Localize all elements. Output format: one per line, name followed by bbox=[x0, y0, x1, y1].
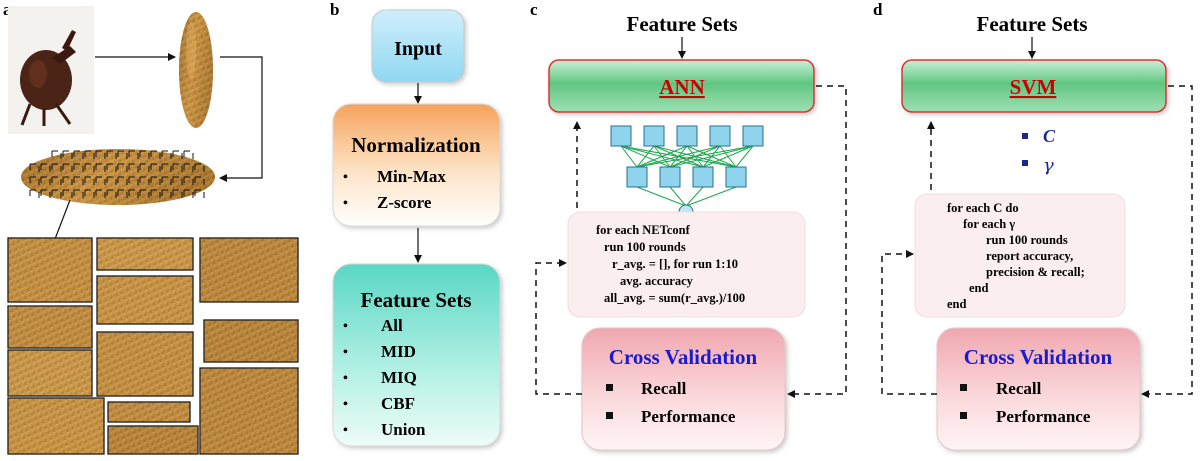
nn-node bbox=[742, 125, 764, 147]
bullet-square bbox=[606, 412, 613, 419]
feature-set-item: MIQ bbox=[381, 368, 417, 387]
cross-validation-box-d: Cross Validation Recall Performance bbox=[936, 327, 1141, 451]
feature-set-item: All bbox=[381, 316, 403, 335]
panel-d-feature-sets-label: Feature Sets bbox=[977, 12, 1088, 36]
segmented-seed-image bbox=[21, 149, 215, 205]
panel-c-feature-sets-label: Feature Sets bbox=[627, 12, 738, 36]
cv-item-performance-d: Performance bbox=[996, 407, 1091, 426]
nn-node bbox=[709, 125, 731, 147]
feature-set-item: CBF bbox=[381, 394, 415, 413]
svm-code-line: run 100 rounds bbox=[986, 233, 1068, 247]
bullet-square bbox=[1022, 160, 1028, 166]
ann-code-line: avg. accuracy bbox=[620, 274, 694, 288]
ann-code-box: for each NETconf run 100 rounds r_avg. = [… bbox=[567, 211, 806, 318]
feedback-loop-d bbox=[881, 85, 1193, 398]
feature-set-bullet: • bbox=[343, 397, 348, 412]
normalization-item-zscore: Z-score bbox=[377, 193, 432, 212]
ann-code-line: r_avg. = [], for run 1:10 bbox=[612, 257, 738, 271]
normalization-box: Normalization • Min-Max • Z-score bbox=[332, 103, 501, 227]
neural-network-icon bbox=[610, 125, 764, 220]
svm-code-box: for each C do for each γ run 100 rounds rep… bbox=[914, 193, 1126, 318]
cross-validation-title-c: Cross Validation bbox=[609, 345, 758, 369]
cv-item-performance-c: Performance bbox=[641, 407, 736, 426]
svm-param-gamma: γ bbox=[1043, 155, 1054, 176]
beetle-photo bbox=[8, 6, 94, 134]
seed-image bbox=[179, 12, 213, 128]
patch-mosaic bbox=[7, 237, 299, 455]
panel-label-a: a bbox=[3, 0, 12, 19]
normalization-bullet: • bbox=[343, 196, 348, 211]
ann-box: ANN bbox=[548, 59, 815, 113]
panel-label-b: b bbox=[330, 0, 339, 19]
cv-item-recall-d: Recall bbox=[996, 379, 1042, 398]
feature-set-item: MID bbox=[381, 342, 416, 361]
ann-code-line: run 100 rounds bbox=[604, 240, 686, 254]
svm-param-c: C bbox=[1043, 126, 1056, 146]
cross-validation-title-d: Cross Validation bbox=[964, 345, 1113, 369]
feature-sets-box: Feature Sets • All • MID • MIQ • CBF • Union bbox=[332, 263, 501, 447]
feature-set-bullet: • bbox=[343, 423, 348, 438]
bullet-square bbox=[960, 384, 967, 391]
feature-sets-title: Feature Sets bbox=[361, 288, 472, 312]
nn-node bbox=[725, 166, 747, 188]
cross-validation-box-c: Cross Validation Recall Performance bbox=[581, 327, 786, 451]
svm-label: SVM bbox=[1010, 75, 1057, 99]
nn-node bbox=[643, 125, 665, 147]
svm-code-line: for each C do bbox=[947, 201, 1019, 215]
svm-code-line: for each γ bbox=[963, 217, 1015, 231]
feature-set-bullet: • bbox=[343, 371, 348, 386]
panel-label-d: d bbox=[873, 0, 883, 19]
bullet-square bbox=[606, 384, 613, 391]
normalization-bullet: • bbox=[343, 170, 348, 185]
svm-code-line: end bbox=[969, 281, 989, 295]
feedback-loop-c bbox=[535, 85, 847, 398]
feature-set-bullet: • bbox=[343, 345, 348, 360]
nn-node bbox=[676, 125, 698, 147]
feature-set-item: Union bbox=[381, 420, 426, 439]
svm-code-line: report accuracy, bbox=[986, 249, 1073, 263]
input-box: Input bbox=[371, 9, 465, 83]
nn-node bbox=[626, 166, 648, 188]
bullet-square bbox=[960, 412, 967, 419]
nn-node bbox=[659, 166, 681, 188]
ann-code-line: all_avg. = sum(r_avg.)/100 bbox=[604, 291, 745, 305]
normalization-title: Normalization bbox=[351, 133, 481, 157]
ann-code-line: for each NETconf bbox=[596, 223, 691, 237]
normalization-item-minmax: Min-Max bbox=[377, 167, 446, 186]
bullet-square bbox=[1022, 133, 1028, 139]
cv-item-recall-c: Recall bbox=[641, 379, 687, 398]
feature-set-bullet: • bbox=[343, 319, 348, 334]
svm-box: SVM bbox=[901, 59, 1167, 113]
nn-node bbox=[610, 125, 632, 147]
ann-label: ANN bbox=[659, 75, 705, 99]
input-label: Input bbox=[394, 38, 442, 60]
nn-node bbox=[692, 166, 714, 188]
svm-code-line: end bbox=[947, 297, 967, 311]
arrow-seed-to-grid bbox=[219, 56, 263, 182]
svm-code-line: precision & recall; bbox=[986, 265, 1085, 279]
panel-label-c: c bbox=[530, 0, 538, 19]
